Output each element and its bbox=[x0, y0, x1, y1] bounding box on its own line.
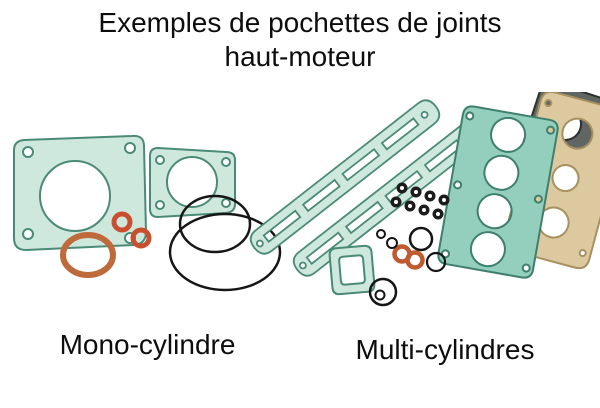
copper-washer-large bbox=[60, 232, 116, 278]
small-washer-inside bbox=[374, 289, 386, 301]
caption-mono-cylindre: Mono-cylindre bbox=[59, 329, 236, 360]
multi-head-gasket bbox=[437, 105, 559, 279]
black-oring-low bbox=[425, 251, 447, 273]
black-oring-small bbox=[178, 194, 252, 254]
black-oring-mid bbox=[408, 226, 434, 252]
title-line-2: haut-moteur bbox=[224, 41, 376, 73]
black-oring-with-washer bbox=[368, 277, 398, 307]
copper-oring-2 bbox=[405, 250, 425, 270]
orange-oring-2 bbox=[130, 227, 152, 249]
small-square-gasket bbox=[328, 244, 376, 296]
mono-base-gasket bbox=[13, 134, 148, 252]
gasket-kits-drawing bbox=[13, 80, 600, 307]
rubber-grommets bbox=[390, 182, 450, 220]
page-title: Exemples de pochettes de joints haut-mot… bbox=[0, 6, 600, 74]
rocker-cover-gasket-1 bbox=[249, 99, 441, 255]
caption-multi-cylindres: Multi-cylindres bbox=[355, 334, 535, 365]
mono-cylinder-gasket-set bbox=[13, 134, 282, 292]
tiny-black-oring-2 bbox=[376, 229, 386, 239]
tiny-black-oring-1 bbox=[386, 237, 398, 249]
title-line-1: Exemples de pochettes de joints bbox=[98, 7, 502, 38]
black-oring-large bbox=[168, 212, 282, 292]
orange-oring-1 bbox=[111, 211, 133, 233]
gasket-kits-illustration bbox=[0, 80, 600, 327]
mono-top-gasket bbox=[149, 146, 236, 219]
multi-cylinder-gasket-set bbox=[249, 80, 600, 307]
